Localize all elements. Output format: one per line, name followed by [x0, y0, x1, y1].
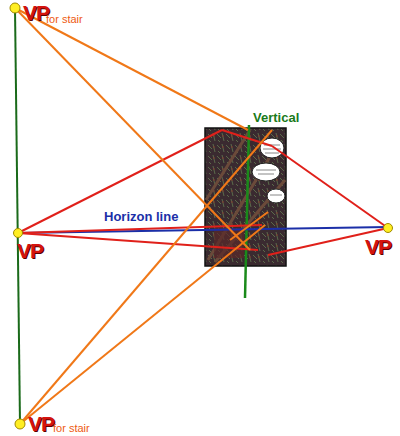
vanishing-point-label: VP — [28, 413, 54, 434]
vertical-label: Vertical — [253, 111, 299, 124]
horizon-label: Horizon line — [104, 210, 178, 223]
vanishing-point-label: VP — [17, 240, 43, 261]
stair-note: for stair — [53, 423, 90, 434]
stair-note: for stair — [46, 14, 83, 25]
vanishing-point-label: VP — [23, 2, 49, 23]
vanishing-point-label: VP — [365, 236, 391, 257]
